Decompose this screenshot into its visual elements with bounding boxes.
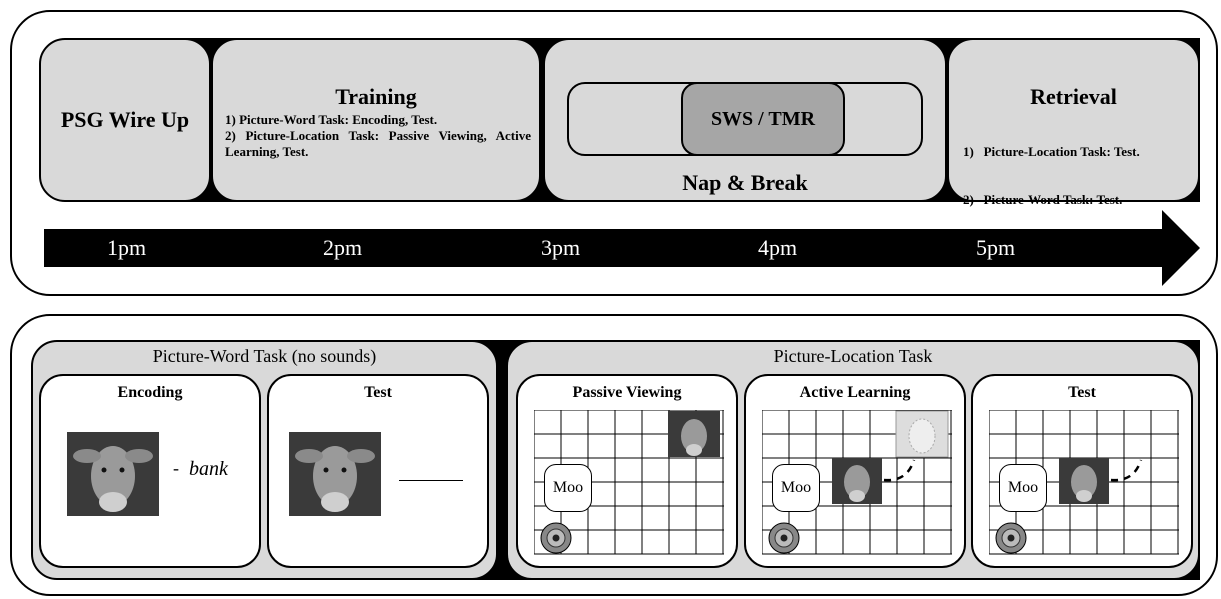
retrieval-step-2: 2) Picture-Word Task: Test. bbox=[963, 192, 1123, 207]
time-arrow bbox=[44, 210, 1200, 286]
retrieval-step-1: 1) Picture-Location Task: Test. bbox=[963, 144, 1140, 159]
drag-trail bbox=[883, 459, 916, 482]
sound-bubble: Moo bbox=[772, 464, 820, 512]
sws-tmr-box: SWS / TMR bbox=[681, 82, 845, 156]
encoding-word: bank bbox=[189, 458, 228, 480]
encoding-title: Encoding bbox=[117, 384, 183, 401]
phase-psg: PSG Wire Up bbox=[39, 38, 211, 202]
cow-image bbox=[289, 432, 381, 516]
sound-bubble: Moo bbox=[544, 464, 592, 512]
time-label-3pm: 3pm bbox=[541, 235, 581, 260]
picture-word-title: Picture-Word Task (no sounds) bbox=[152, 346, 377, 366]
cow-image bbox=[1059, 458, 1109, 504]
speaker-icon bbox=[995, 522, 1027, 554]
training-step-2: 2) Picture-Location Task: Passive Viewin… bbox=[225, 128, 531, 159]
faded-cow-image bbox=[895, 410, 949, 458]
passive-viewing-card: Passive Viewing Moo bbox=[516, 374, 738, 568]
training-step-1: 1) Picture-Word Task: Encoding, Test. bbox=[225, 112, 438, 127]
pl-test-title: Test bbox=[1068, 384, 1096, 401]
speaker-icon bbox=[540, 522, 572, 554]
phase-psg-title: PSG Wire Up bbox=[60, 107, 190, 132]
retrieval-steps: 1) Picture-Location Task: Test. 2) Pictu… bbox=[963, 112, 1140, 240]
sound-label: Moo bbox=[1007, 479, 1039, 496]
phase-training-title: Training bbox=[335, 84, 417, 109]
sws-tmr-label: SWS / TMR bbox=[710, 107, 816, 130]
location-grid bbox=[534, 410, 724, 555]
time-label-5pm: 5pm bbox=[976, 235, 1016, 260]
encoding-card: Encoding - bank bbox=[39, 374, 261, 568]
time-label-4pm: 4pm bbox=[758, 235, 798, 260]
sound-bubble: Moo bbox=[999, 464, 1047, 512]
pl-test-card: Test Moo bbox=[971, 374, 1193, 568]
picture-location-title: Picture-Location Task bbox=[773, 346, 933, 366]
phase-training: Training 1) Picture-Word Task: Encoding,… bbox=[211, 38, 541, 202]
drag-trail bbox=[1110, 459, 1143, 482]
training-steps: 1) Picture-Word Task: Encoding, Test. 2)… bbox=[225, 112, 531, 160]
phase-nap: SWS / TMR Nap & Break bbox=[543, 38, 947, 202]
answer-blank-line bbox=[399, 480, 463, 481]
time-label-1pm: 1pm bbox=[107, 235, 147, 260]
passive-viewing-title: Passive Viewing bbox=[572, 384, 682, 401]
sound-label: Moo bbox=[552, 479, 584, 496]
encoding-dash: - bbox=[173, 458, 179, 478]
cow-image bbox=[67, 432, 159, 516]
pw-test-card: Test bbox=[267, 374, 489, 568]
pw-test-title: Test bbox=[364, 384, 392, 401]
phase-nap-title: Nap & Break bbox=[682, 170, 808, 195]
active-learning-title: Active Learning bbox=[799, 384, 911, 401]
cow-image bbox=[832, 458, 882, 504]
sound-label: Moo bbox=[780, 479, 812, 496]
speaker-icon bbox=[768, 522, 800, 554]
phase-retrieval: Retrieval 1) Picture-Location Task: Test… bbox=[947, 38, 1200, 207]
location-grid bbox=[762, 410, 952, 555]
cow-image bbox=[668, 411, 720, 457]
location-grid bbox=[989, 410, 1179, 555]
phase-retrieval-title: Retrieval bbox=[1030, 84, 1117, 109]
time-label-2pm: 2pm bbox=[323, 235, 363, 260]
active-learning-card: Active Learning Moo bbox=[744, 374, 966, 568]
